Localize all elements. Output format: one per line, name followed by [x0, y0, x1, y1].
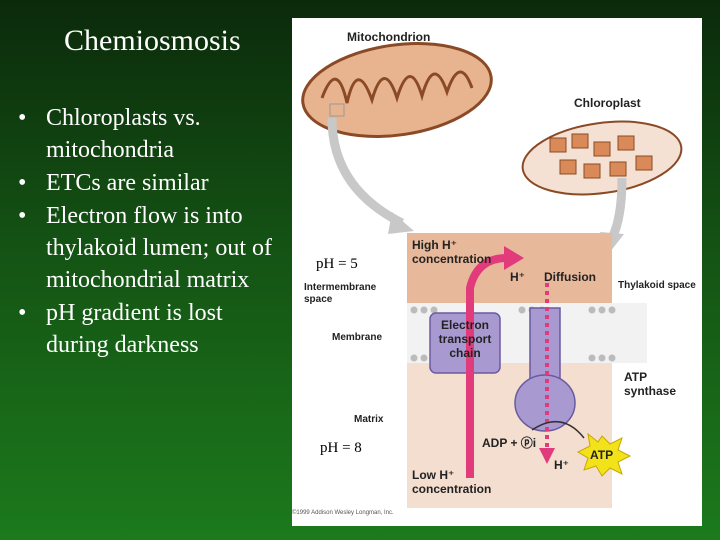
- bullet-text: ETCs are similar: [46, 170, 209, 196]
- h-plus-bottom-label: H⁺: [554, 458, 569, 472]
- ph-bottom-label: pH = 8: [320, 440, 362, 456]
- bullet-dot: •: [18, 300, 27, 326]
- slide-title: Chemiosmosis: [64, 24, 241, 57]
- bullet-item: • pH gradient is lost during darkness: [18, 297, 288, 361]
- bullet-item: • ETCs are similar: [18, 167, 288, 199]
- mitochondrion-drawing: [301, 42, 493, 138]
- copyright-text: ©1999 Addison Wesley Longman, Inc.: [292, 510, 394, 516]
- thylakoid-label: Thylakoid space: [618, 280, 696, 291]
- bullet-text: Electron flow is into thylakoid lumen; o…: [46, 203, 272, 293]
- h-plus-label: H⁺: [510, 270, 525, 284]
- atp-synthase-label: ATP synthase: [624, 370, 677, 398]
- chloroplast-drawing: [521, 120, 683, 196]
- bullet-dot: •: [18, 203, 27, 229]
- mitochondrion-label: Mitochondrion: [347, 30, 431, 44]
- adp-label: ADP + ⓟi: [482, 436, 537, 450]
- bullet-item: • Electron flow is into thylakoid lumen; …: [18, 200, 288, 296]
- figure-illustration: [301, 42, 683, 508]
- intermembrane-label: Intermembrane space: [304, 282, 377, 305]
- bullet-list: • Chloroplasts vs. mitochondria • ETCs are…: [18, 102, 288, 362]
- matrix-label: Matrix: [354, 414, 384, 425]
- diffusion-label: Diffusion: [544, 270, 596, 284]
- etc-label: Electron transport chain: [438, 318, 492, 360]
- chemiosmosis-figure: Mitochondrion Chloroplast High H⁺ concen…: [292, 18, 702, 526]
- bullet-text: Chloroplasts vs. mitochondria: [46, 105, 201, 163]
- bullet-item: • Chloroplasts vs. mitochondria: [18, 102, 288, 166]
- atp-label: ATP: [590, 448, 614, 462]
- ph-top-label: pH = 5: [316, 256, 358, 272]
- bullet-text: pH gradient is lost during darkness: [46, 300, 223, 358]
- low-h-label: Low H⁺ concentration: [412, 468, 492, 496]
- bullet-dot: •: [18, 170, 27, 196]
- high-h-label: High H⁺ concentration: [412, 238, 492, 266]
- membrane-label: Membrane: [332, 332, 383, 343]
- bullet-dot: •: [18, 105, 27, 131]
- chloroplast-label: Chloroplast: [574, 96, 641, 110]
